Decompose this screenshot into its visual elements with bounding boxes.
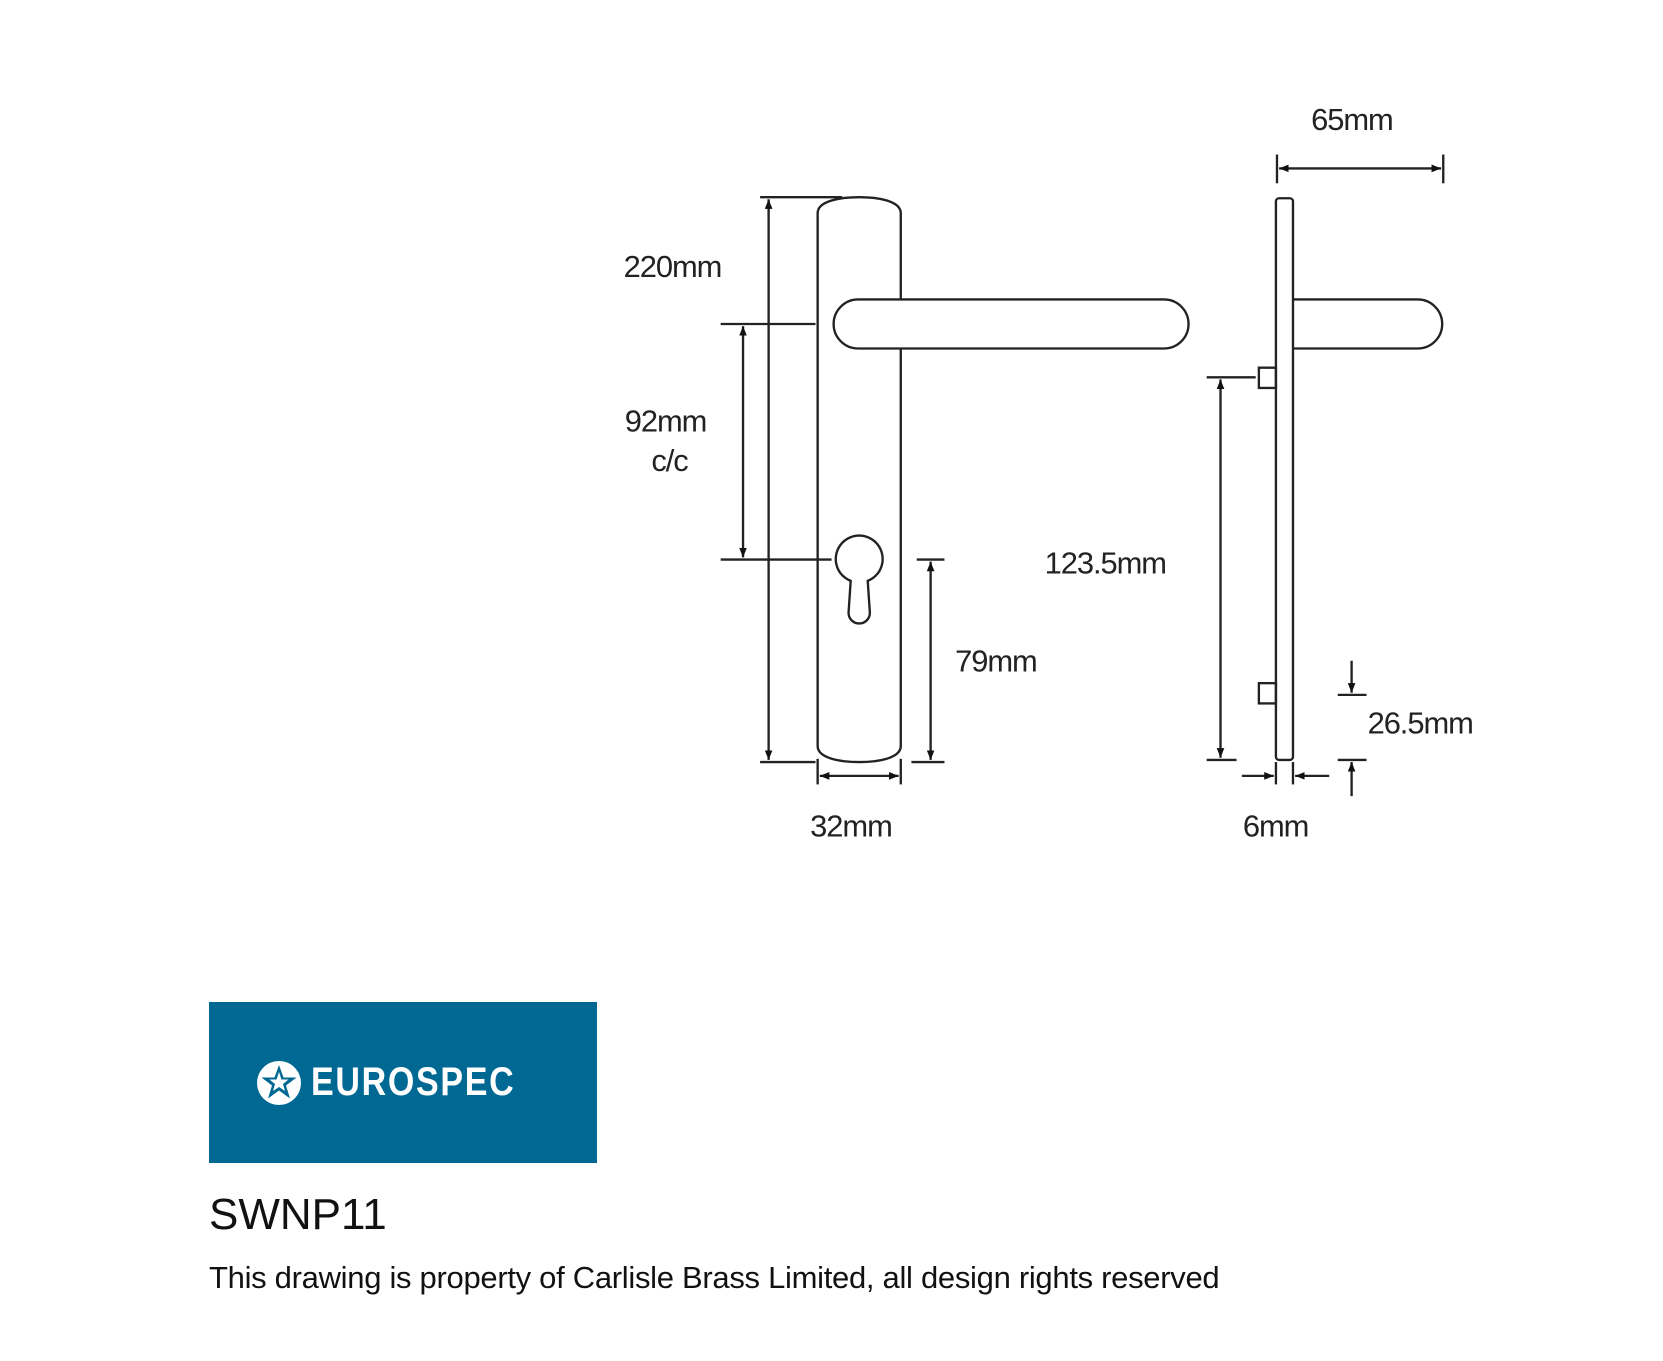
euro-profile-keyhole [834, 534, 884, 625]
fixing-lug-bottom [1257, 681, 1278, 705]
backplate [816, 195, 902, 764]
dim-height-label: 220mm [624, 249, 722, 284]
eurospec-logo: EUROSPEC [209, 1002, 597, 1163]
dim-thickness-label: 6mm [1243, 809, 1308, 844]
dim-fixing-centres-label: 123.5mm [1045, 545, 1166, 580]
dim-bottom-fixing-label: 26.5mm [1368, 705, 1473, 740]
dim-width-label: 32mm [810, 809, 892, 844]
fixing-lug-top [1257, 366, 1278, 390]
copyright-notice: This drawing is property of Carlisle Bra… [209, 1260, 1220, 1295]
side-lever [1292, 298, 1444, 350]
side-view: 65mm 123.5mm 26.5mm 6mm [1045, 102, 1474, 844]
dim-centres-label: 92mm [625, 404, 707, 439]
lever-handle [832, 298, 1190, 350]
dim-projection-label: 65mm [1311, 102, 1393, 137]
side-backplate [1274, 197, 1295, 762]
front-view: 220mm 92mm c/c 79mm 32mm [624, 195, 1190, 844]
dim-centres-note: c/c [651, 443, 688, 478]
product-code: SWNP11 [209, 1190, 387, 1239]
dim-keyhole-label: 79mm [955, 643, 1037, 678]
star-icon [256, 1060, 301, 1105]
brand-name: EUROSPEC [310, 1060, 516, 1104]
